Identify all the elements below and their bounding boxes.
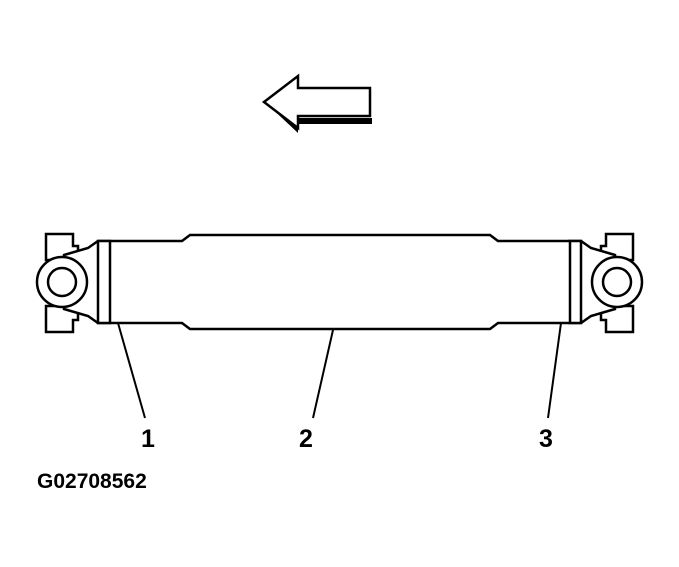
leader-line-3 (547, 322, 562, 419)
leader-line-1 (117, 322, 146, 419)
callout-label-2: 2 (299, 425, 313, 453)
callout-leaders (117, 322, 562, 419)
arrow-left-icon (261, 73, 372, 133)
figure-id: G02708562 (37, 470, 147, 493)
callout-label-1: 1 (141, 425, 155, 453)
leader-line-2 (312, 329, 334, 419)
callout-label-3: 3 (539, 425, 553, 453)
shaft-tube (96, 233, 583, 331)
